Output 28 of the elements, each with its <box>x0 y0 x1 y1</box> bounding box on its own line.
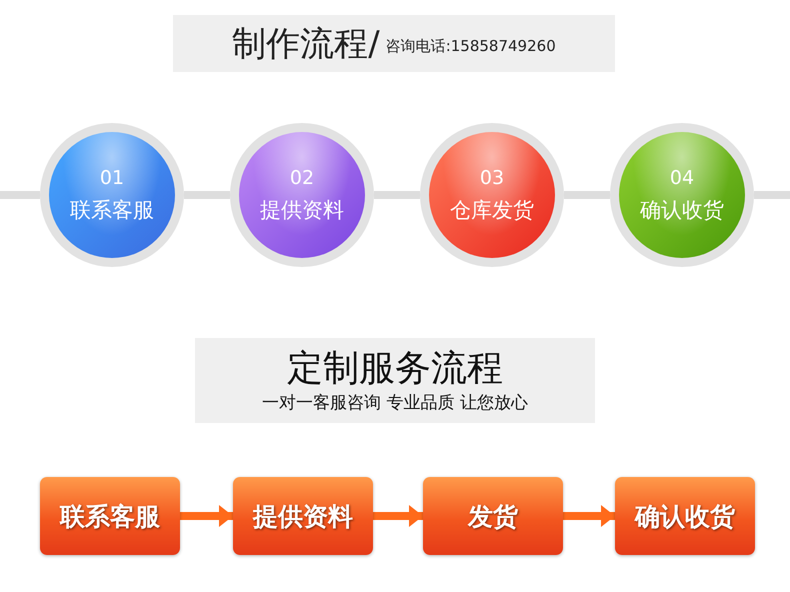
step-label: 提供资料 <box>260 197 344 224</box>
step-label: 联系客服 <box>70 197 154 224</box>
step-label: 确认收货 <box>635 500 735 532</box>
panel-subtitle: 一对一客服咨询 专业品质 让您放心 <box>262 392 528 414</box>
step-box <box>40 477 180 555</box>
step-box <box>423 477 563 555</box>
connector-line <box>564 191 610 199</box>
step-number: 04 <box>670 166 694 190</box>
arrow <box>180 505 233 527</box>
connector-line <box>754 191 790 199</box>
step-label: 确认收货 <box>640 197 724 224</box>
step-box <box>233 477 373 555</box>
phone-note: 咨询电话:15858749260 <box>386 37 556 56</box>
step-box <box>615 477 755 555</box>
step-number: 03 <box>480 166 504 190</box>
step-label: 联系客服 <box>60 500 160 532</box>
step-number: 02 <box>290 166 314 190</box>
panel-heading: 定制服务流程 <box>287 347 503 391</box>
step-label: 仓库发货 <box>450 197 534 224</box>
arrow <box>373 505 423 527</box>
step-label: 发货 <box>468 500 518 532</box>
connector-line <box>0 191 40 199</box>
title: 制作流程/ <box>232 22 380 66</box>
step-number: 01 <box>100 166 124 190</box>
arrow <box>563 505 615 527</box>
connector-line <box>374 191 420 199</box>
step-label: 提供资料 <box>253 500 353 532</box>
connector-line <box>184 191 230 199</box>
